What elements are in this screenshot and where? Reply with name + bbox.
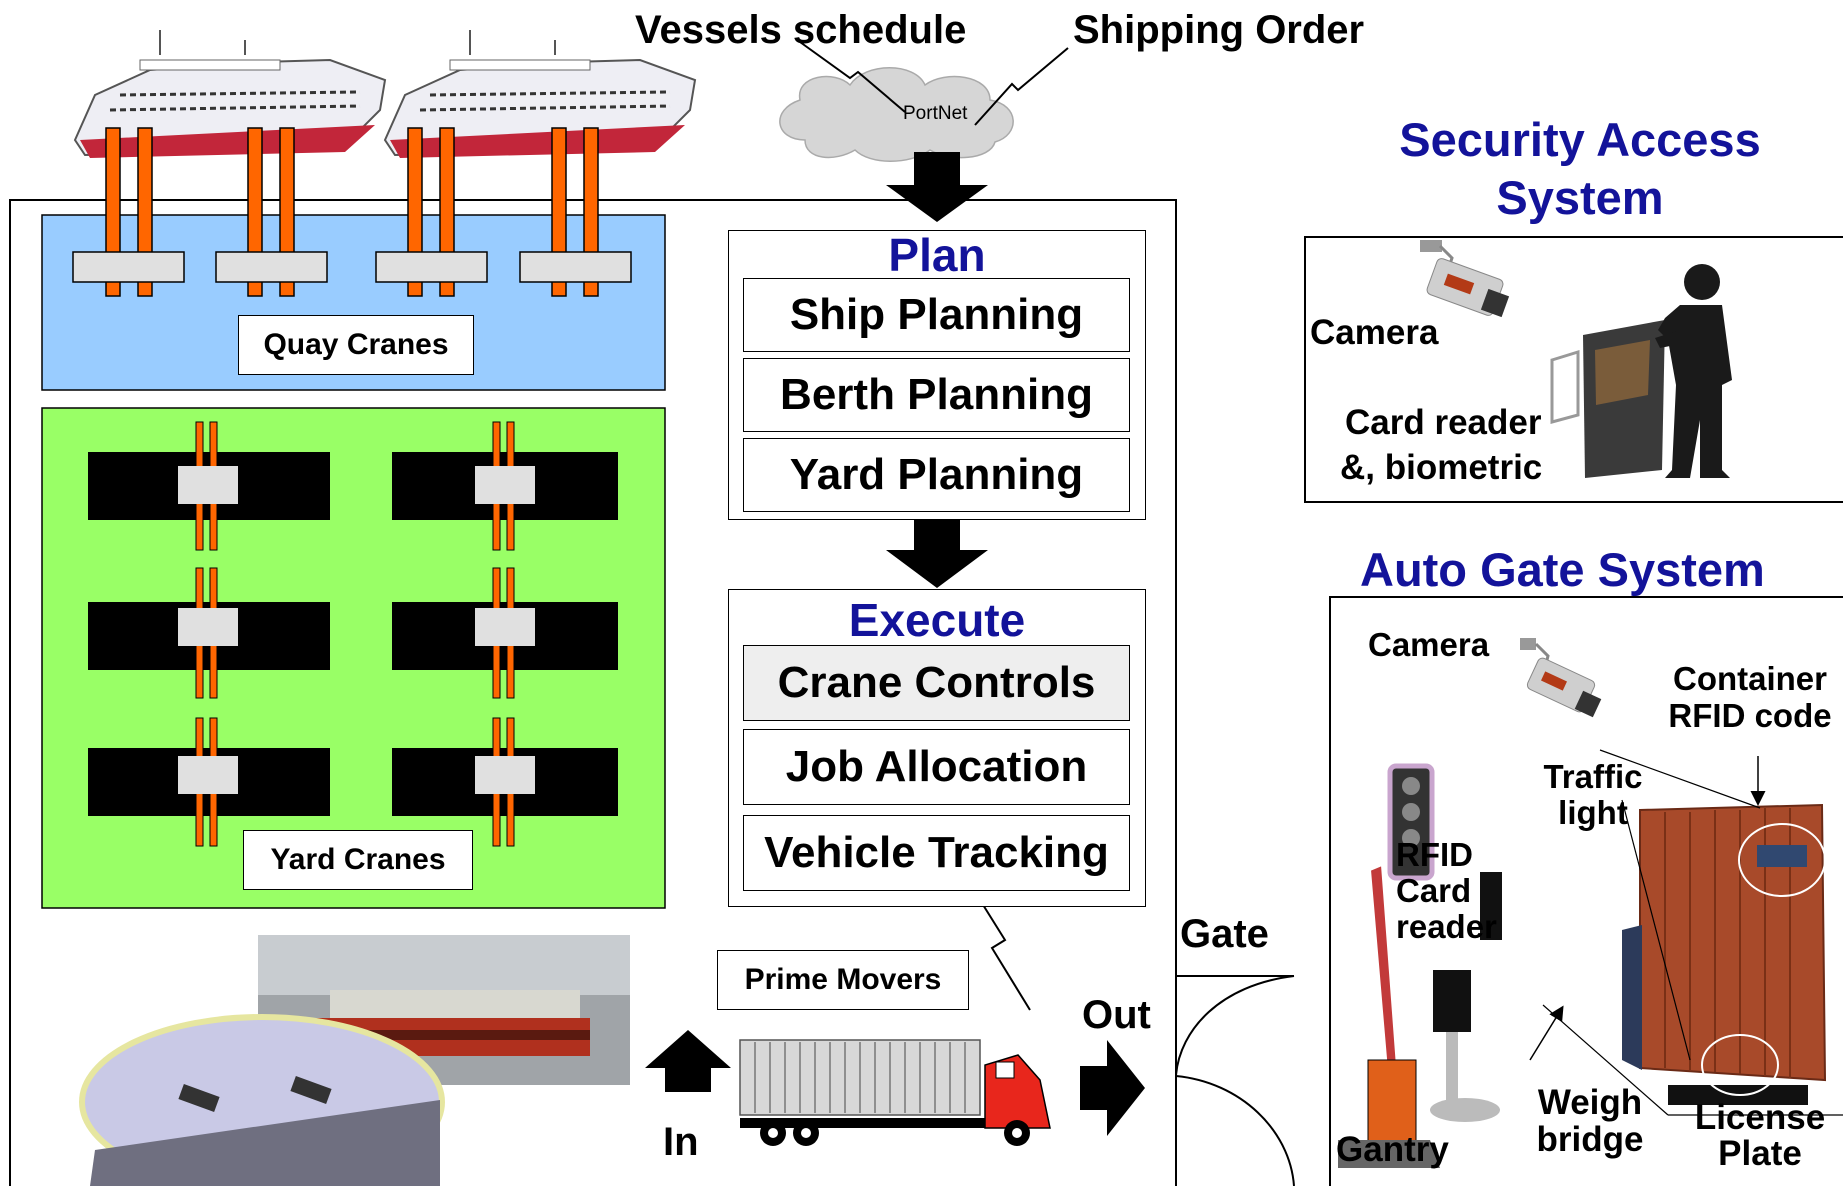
- execute-title: Execute: [848, 594, 1026, 646]
- lightning-icon-1: [799, 41, 906, 113]
- yard-block-3: [88, 567, 330, 699]
- security-camera-icon: [1420, 240, 1510, 318]
- security-title-line1: Security Access: [1399, 113, 1761, 166]
- lightning-icon-2: [974, 47, 1069, 126]
- gantry-label: Gantry: [1336, 1130, 1449, 1169]
- yard-block-1: [88, 421, 330, 551]
- card-reader-label-line1: Card reader: [1345, 403, 1542, 442]
- yard-block-6: [392, 717, 618, 847]
- yard-block-5: [88, 717, 330, 847]
- card-reader-icon: [1430, 872, 1502, 1122]
- auto-gate-title: Auto Gate System: [1360, 543, 1765, 596]
- arrow-right-icon: [1080, 1040, 1145, 1136]
- quay-cranes-label: Quay Cranes: [238, 315, 474, 375]
- yard-cranes-label: Yard Cranes: [243, 830, 473, 890]
- portnet-label: PortNet: [903, 103, 968, 124]
- vehicle-tracking-box: Vehicle Tracking: [743, 815, 1130, 891]
- gate-camera-icon: [1520, 638, 1602, 718]
- security-title-line2: System: [1496, 171, 1664, 224]
- security-access-frame: [1304, 236, 1843, 503]
- truck-icon: [739, 1039, 1051, 1146]
- crane-controls-box: Crane Controls: [743, 645, 1130, 721]
- berth-planning-box: Berth Planning: [743, 358, 1130, 432]
- gate-arc-upper: [1175, 975, 1295, 1076]
- plan-title: Plan: [888, 229, 986, 281]
- ship-planning-box: Ship Planning: [743, 278, 1130, 352]
- gantry-barrier-icon: [1338, 863, 1440, 1168]
- container-truck-icon: [1622, 803, 1827, 1105]
- traffic-light-label-line1: Traffic: [1543, 758, 1643, 795]
- gate-label: Gate: [1180, 912, 1269, 956]
- security-camera-label: Camera: [1310, 313, 1439, 352]
- rfid-reader-label-line2: Card: [1396, 872, 1472, 909]
- rfid-reader-label-line3: reader: [1396, 908, 1497, 945]
- connector-line-3: [1542, 1004, 1669, 1116]
- yard-planning-box: Yard Planning: [743, 438, 1130, 512]
- quay-crane-icon-4: [519, 127, 632, 297]
- ship-icon-1: [73, 30, 387, 158]
- turnstile-icon: [1550, 320, 1665, 478]
- quay-crane-icon-3: [375, 127, 488, 297]
- in-label: In: [663, 1120, 699, 1164]
- container-rfid-label-line2: RFID code: [1668, 697, 1832, 734]
- arrow-down-icon-2: [886, 518, 988, 588]
- yard-block-4: [392, 567, 618, 699]
- ship-icon-2: [383, 30, 697, 158]
- license-plate-label-line1: License: [1694, 1098, 1826, 1137]
- card-reader-label-line2: &, biometric: [1340, 448, 1543, 487]
- container-rfid-label-line1: Container: [1672, 660, 1827, 697]
- traffic-light-icon: [1387, 763, 1435, 881]
- gate-arc-lower: [1175, 1075, 1295, 1186]
- shipping-order-label: Shipping Order: [1073, 8, 1365, 52]
- weigh-bridge-label-line2: bridge: [1536, 1120, 1644, 1159]
- surveillance-photo: [79, 935, 630, 1186]
- vessels-schedule-label: Vessels schedule: [635, 8, 967, 52]
- gate-camera-label: Camera: [1368, 626, 1490, 663]
- person-icon: [1655, 264, 1732, 478]
- connector-line-1: [1599, 749, 1761, 809]
- arrow-down-icon-1: [886, 152, 988, 222]
- rfid-reader-label-line1: RFID: [1396, 836, 1473, 873]
- portnet-cloud-icon: [779, 67, 1014, 162]
- quay-crane-icon-2: [215, 127, 328, 297]
- out-label: Out: [1082, 993, 1151, 1037]
- lightning-icon-3: [974, 891, 1031, 1011]
- license-plate-label-line2: Plate: [1718, 1134, 1802, 1173]
- arrow-up-icon: [645, 1030, 731, 1092]
- yard-block-2: [392, 421, 618, 551]
- weigh-bridge-label-line1: Weigh: [1537, 1083, 1643, 1122]
- job-allocation-box: Job Allocation: [743, 729, 1130, 805]
- quay-crane-icon-1: [72, 127, 185, 297]
- connector-line-2: [1621, 799, 1691, 1061]
- traffic-light-label-line2: light: [1558, 794, 1628, 831]
- prime-movers-label: Prime Movers: [717, 950, 969, 1010]
